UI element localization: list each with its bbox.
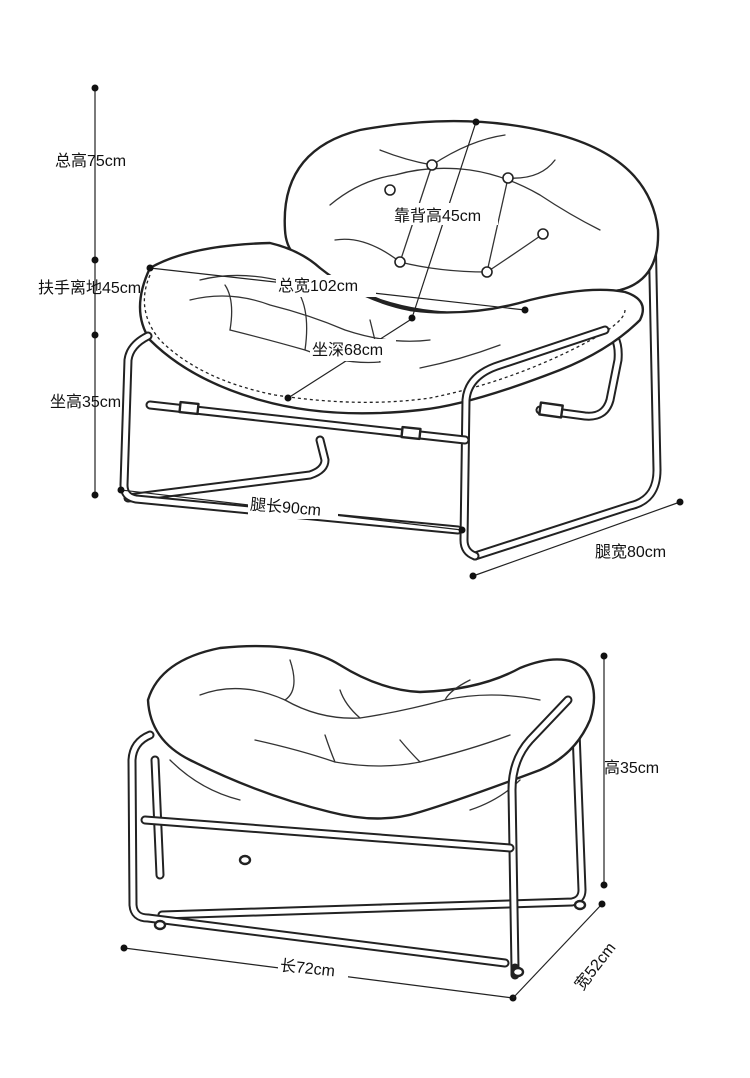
- label-total-width: 总宽102cm: [278, 277, 358, 295]
- label-leg-width: 腿宽80cm: [595, 543, 666, 561]
- label-ottoman-length: 长72cm: [279, 957, 336, 981]
- chair-front-frame: [119, 325, 610, 561]
- label-back-height: 靠背高45cm: [394, 207, 481, 225]
- ottoman-cushion: [146, 644, 596, 820]
- ottoman-front-frame: [127, 695, 587, 980]
- label-armrest-height: 扶手离地45cm: [38, 279, 141, 297]
- lounge-chair: 总高75cm 扶手离地45cm 坐高35cm 靠背高45cm 总宽102cm 坐…: [38, 84, 684, 580]
- ottoman: 高35cm 长72cm 宽52cm: [120, 644, 659, 1002]
- chair-labels: 总高75cm 扶手离地45cm 坐高35cm 靠背高45cm 总宽102cm 坐…: [38, 152, 666, 561]
- label-ottoman-height: 高35cm: [604, 759, 659, 777]
- label-total-height: 总高75cm: [55, 152, 126, 170]
- label-seat-depth: 坐深68cm: [312, 341, 383, 359]
- label-seat-height: 坐高35cm: [50, 393, 121, 411]
- label-ottoman-width: 宽52cm: [571, 939, 619, 994]
